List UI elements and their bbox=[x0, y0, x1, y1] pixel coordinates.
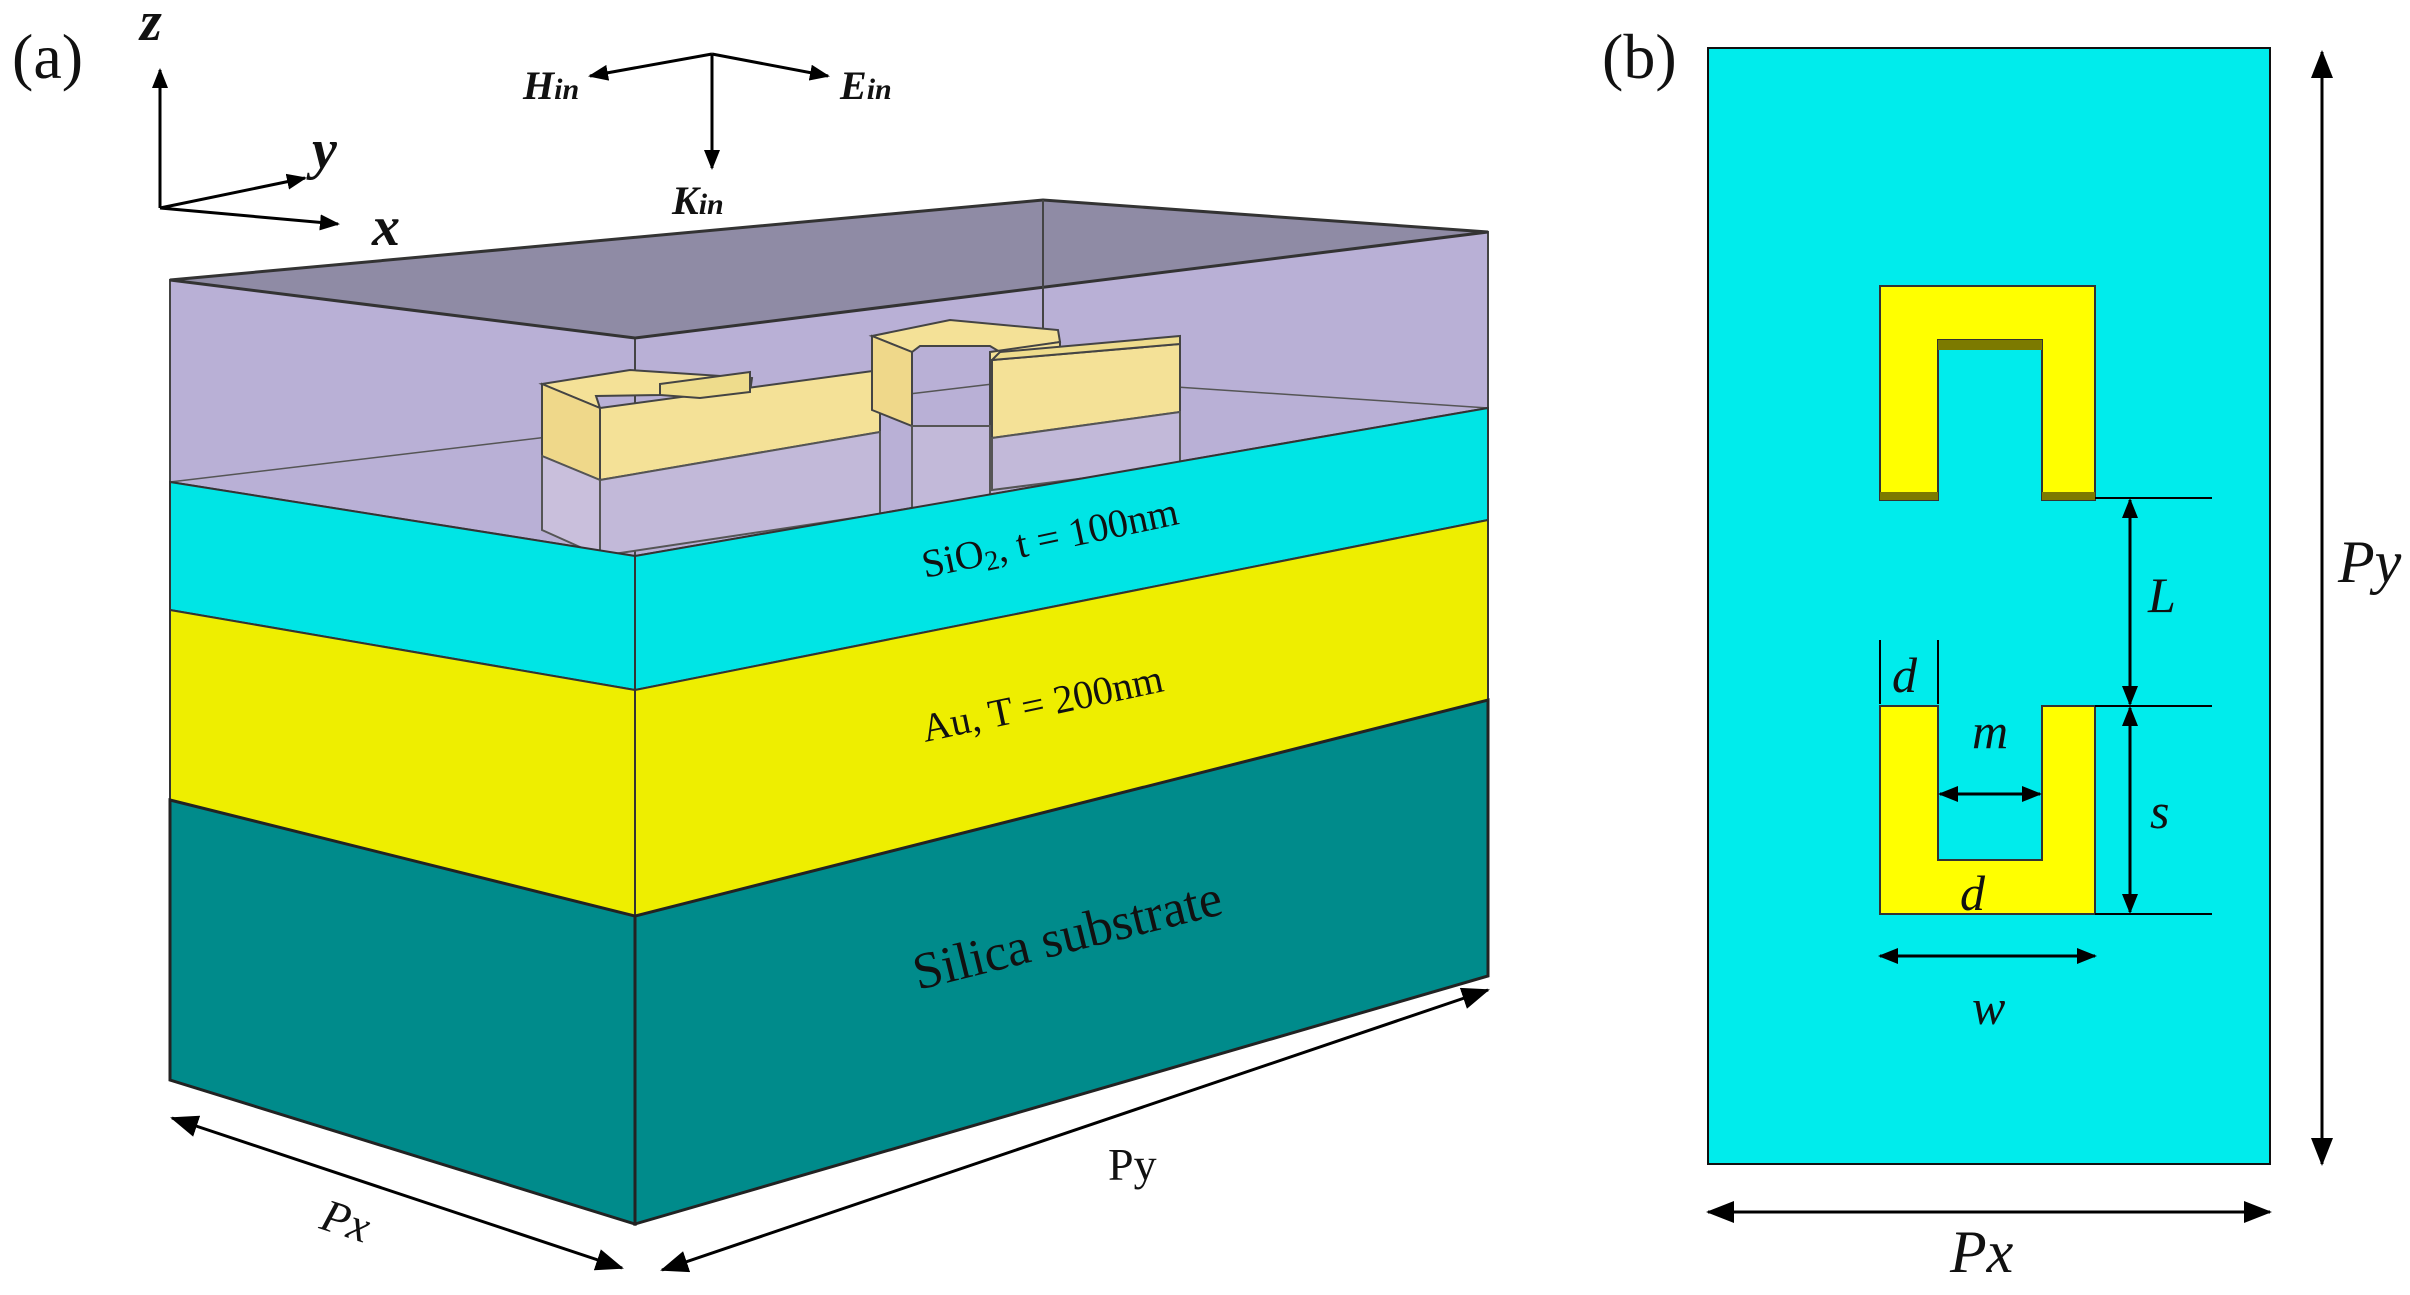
l-label: L bbox=[2147, 567, 2176, 623]
y-axis-label: y bbox=[306, 119, 338, 181]
unit-cell bbox=[1707, 47, 2271, 1165]
incident-field-arrows: Hin Ein Kin bbox=[522, 52, 892, 223]
px-cell-label: Px bbox=[1949, 1219, 2014, 1285]
m-label: m bbox=[1972, 703, 2008, 759]
y-axis-arrow bbox=[159, 173, 307, 210]
x-axis-label: x bbox=[371, 196, 400, 258]
py-cell-label: Py bbox=[2337, 529, 2402, 595]
cover-layer-top bbox=[169, 198, 1489, 340]
upper-resonator-foot-left bbox=[1880, 492, 1938, 500]
d-bottom-label: d bbox=[1960, 865, 1986, 921]
k-vector-label: Kin bbox=[671, 178, 724, 223]
w-label: w bbox=[1972, 979, 2005, 1035]
py-dimension-label: Py bbox=[1108, 1139, 1157, 1190]
panel-b-dimensions: L s d m d w Py Px bbox=[1706, 50, 2402, 1285]
resonator-b-front-left bbox=[871, 334, 913, 428]
x-axis-arrow bbox=[159, 206, 340, 231]
panel-b-top-view: (b) L s d m d bbox=[1602, 21, 2402, 1285]
resonator-b-right-block-side bbox=[989, 334, 1181, 362]
resonator-a-top-arm bbox=[659, 370, 751, 400]
upper-resonator-shade bbox=[1938, 340, 2042, 350]
h-field-arrow bbox=[588, 52, 713, 81]
panel-a-3d-structure: (a) z y x Hin Ein Kin bbox=[12, 0, 1490, 1273]
d-top-label: d bbox=[1892, 647, 1918, 703]
lower-resonator bbox=[1879, 705, 2096, 915]
px-dimension-label: Px bbox=[314, 1189, 377, 1253]
e-field-label: Ein bbox=[839, 63, 892, 108]
s-label: s bbox=[2150, 783, 2169, 839]
resonator-blocks bbox=[538, 318, 1181, 558]
panel-a-label: (a) bbox=[12, 21, 83, 92]
upper-resonator-foot-right bbox=[2042, 492, 2095, 500]
px-dimension-arrow bbox=[170, 1115, 624, 1271]
h-field-label: Hin bbox=[522, 63, 579, 108]
layered-box: SiO2, t = 100nm Au, T = 200nm Silica sub… bbox=[168, 198, 1490, 1227]
z-axis-label: z bbox=[138, 0, 162, 53]
panel-b-label: (b) bbox=[1602, 21, 1677, 92]
e-field-arrow bbox=[711, 52, 830, 81]
coordinate-axes: z y x bbox=[138, 0, 400, 258]
py-dimension-arrow bbox=[660, 987, 1490, 1273]
